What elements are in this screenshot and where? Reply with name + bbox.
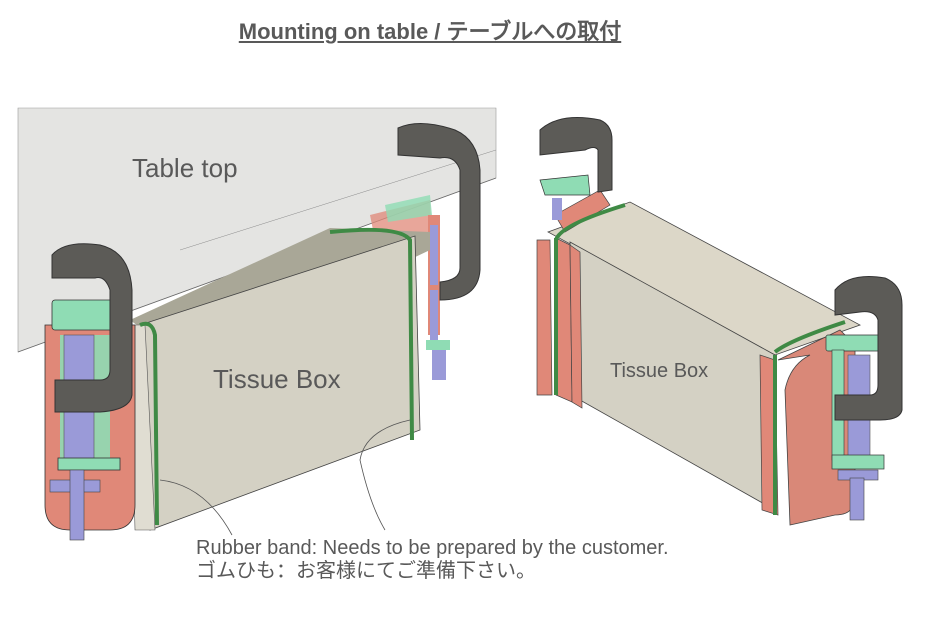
caption-english: Rubber band: Needs to be prepared by the… xyxy=(196,537,669,559)
left-assembly: Tissue Box Table top xyxy=(17,107,497,541)
holder-right-end xyxy=(759,276,903,526)
table-top-label: Table top xyxy=(132,153,238,183)
rubber-band-caption: Rubber band: Needs to be prepared by the… xyxy=(196,537,669,583)
holder-left-end xyxy=(536,117,626,409)
clamp-front xyxy=(44,243,136,541)
leader-line xyxy=(159,479,233,536)
spring-upper xyxy=(63,334,95,381)
rubber-band xyxy=(554,203,626,241)
rubber-band xyxy=(773,320,846,354)
spring-lower xyxy=(63,409,95,461)
tissue-box-label: Tissue Box xyxy=(213,364,341,394)
tissue-box-left: Tissue Box xyxy=(129,227,430,531)
table-edge-line-2 xyxy=(179,149,497,251)
caption-japanese: ゴムひも：お客様にてご準備下さい。 xyxy=(196,560,536,582)
tissue-box-label: Tissue Box xyxy=(610,360,708,382)
right-assembly: Tissue Box xyxy=(536,117,903,526)
rubber-band xyxy=(329,227,414,441)
page-title: Mounting on table / テーブルへの取付 xyxy=(238,19,622,44)
leader-line xyxy=(359,419,411,531)
rubber-band xyxy=(139,321,159,526)
